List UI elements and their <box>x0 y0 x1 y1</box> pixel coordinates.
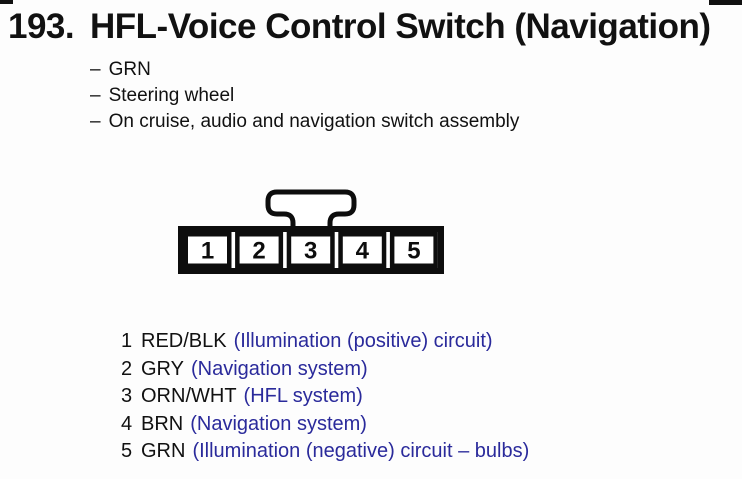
circuit-description: (Illumination (negative) circuit – bulbs… <box>192 440 530 462</box>
pin-cavity-number: 4 <box>356 238 370 265</box>
pin-row: 5 GRN (Illumination (negative) circuit –… <box>121 438 529 466</box>
pin-cavity-number: 1 <box>201 238 214 265</box>
pin-cavity-2 <box>235 232 284 268</box>
list-item: – On cruise, audio and navigation switch… <box>90 109 519 135</box>
bullet-dash: – <box>90 85 101 106</box>
connector-diagram: 1 2 3 4 5 <box>178 189 444 274</box>
pin-number: 1 <box>121 330 133 352</box>
pin-number: 2 <box>121 357 133 380</box>
wire-color: GRY <box>141 357 184 380</box>
bullet-dash: – <box>90 59 101 80</box>
pin-cavity-number: 3 <box>304 238 317 265</box>
circuit-description: (HFL system) <box>243 385 363 407</box>
wire-color: ORN/WHT <box>141 385 237 407</box>
scan-artifact-top-left <box>0 0 13 4</box>
list-item: – Steering wheel <box>90 83 519 109</box>
scan-artifact-top-right <box>709 0 742 5</box>
pin-row: 3 ORN/WHT (HFL system) <box>121 383 529 411</box>
wire-color: RED/BLK <box>141 330 227 352</box>
wire-color: GRN <box>141 440 186 462</box>
pin-cavity-4 <box>338 232 387 268</box>
pin-row: 4 BRN (Navigation system) <box>121 411 529 439</box>
pin-number: 4 <box>121 412 133 435</box>
pin-list: 1 RED/BLK (Illumination (positive) circu… <box>121 328 529 466</box>
pin-cavity-1 <box>183 232 232 268</box>
pin-cavity-number: 5 <box>407 238 420 265</box>
list-item: – GRN <box>90 57 519 83</box>
section-title: 193. HFL-Voice Control Switch (Navigatio… <box>8 5 711 49</box>
circuit-description: (Illumination (positive) circuit) <box>233 330 493 352</box>
pin-number: 3 <box>121 385 133 407</box>
section-number: 193. <box>8 7 75 46</box>
circuit-description: (Navigation system) <box>190 412 367 435</box>
pin-cavity-5 <box>389 232 438 268</box>
circuit-description: (Navigation system) <box>190 357 368 380</box>
page-title: HFL-Voice Control Switch (Navigation) <box>90 7 711 46</box>
pin-number: 5 <box>121 440 133 462</box>
pin-row: 1 RED/BLK (Illumination (positive) circu… <box>121 328 529 356</box>
attribute-list: – GRN – Steering wheel – On cruise, audi… <box>90 57 519 135</box>
bullet-text: On cruise, audio and navigation switch a… <box>108 111 520 132</box>
pin-cavity-number: 2 <box>252 238 265 265</box>
bullet-dash: – <box>90 111 101 132</box>
pin-row: 2 GRY (Navigation system) <box>121 356 529 384</box>
bullet-text: Steering wheel <box>108 85 235 106</box>
wire-color: BRN <box>141 412 184 435</box>
pin-cavity-3 <box>286 232 335 268</box>
bullet-text: GRN <box>108 59 151 80</box>
